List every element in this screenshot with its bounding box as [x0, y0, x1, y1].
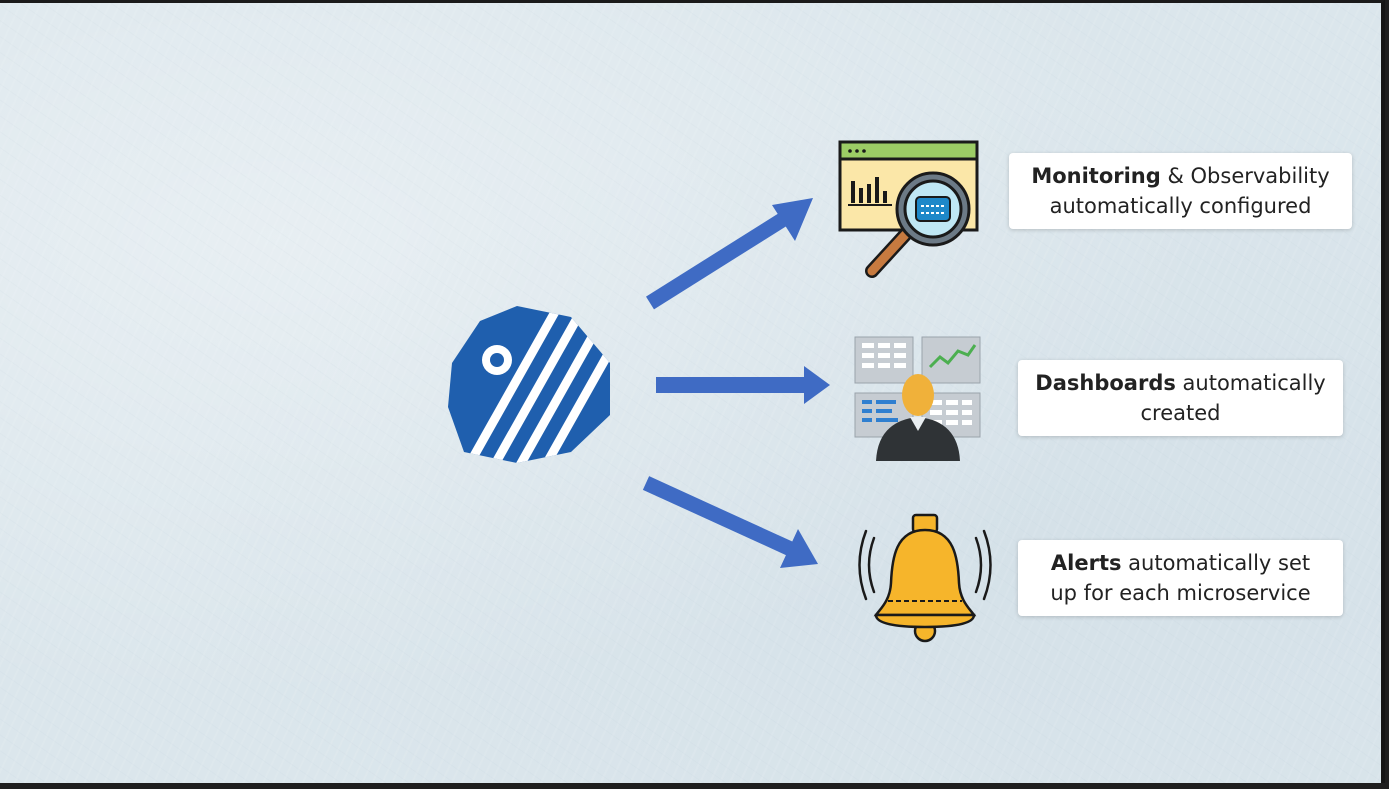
callout-alerts: Alerts automatically set up for each mic…	[1018, 540, 1343, 616]
arrow-to-alerts	[642, 476, 818, 568]
callout-dashboards-line2: created	[1140, 401, 1221, 425]
callout-dashboards-line1: Dashboards automatically	[1028, 368, 1333, 398]
arrow-to-monitoring	[646, 198, 813, 310]
callout-dashboards-bold: Dashboards	[1035, 371, 1176, 395]
dashboard-analyst-icon	[854, 336, 981, 461]
callout-monitoring-line2: automatically configured	[1049, 194, 1312, 218]
tag-logo-icon	[448, 306, 610, 463]
alert-bell-icon	[858, 513, 992, 643]
callout-monitoring-rest: & Observability	[1160, 164, 1330, 188]
callout-monitoring-bold: Monitoring	[1031, 164, 1161, 188]
arrow-to-dashboards	[656, 366, 830, 404]
callout-alerts-line2: up for each microservice	[1050, 581, 1311, 605]
callout-dashboards: Dashboards automatically created	[1018, 360, 1343, 436]
callout-monitoring: Monitoring & Observability automatically…	[1009, 153, 1352, 229]
callout-monitoring-line1: Monitoring & Observability	[1019, 161, 1342, 191]
callout-alerts-line1: Alerts automatically set	[1028, 548, 1333, 578]
callout-alerts-bold: Alerts	[1050, 551, 1122, 575]
callout-dashboards-rest: automatically	[1175, 371, 1326, 395]
callout-alerts-rest: automatically set	[1121, 551, 1311, 575]
diagram-canvas	[448, 140, 992, 643]
monitoring-magnifier-icon	[838, 140, 979, 278]
